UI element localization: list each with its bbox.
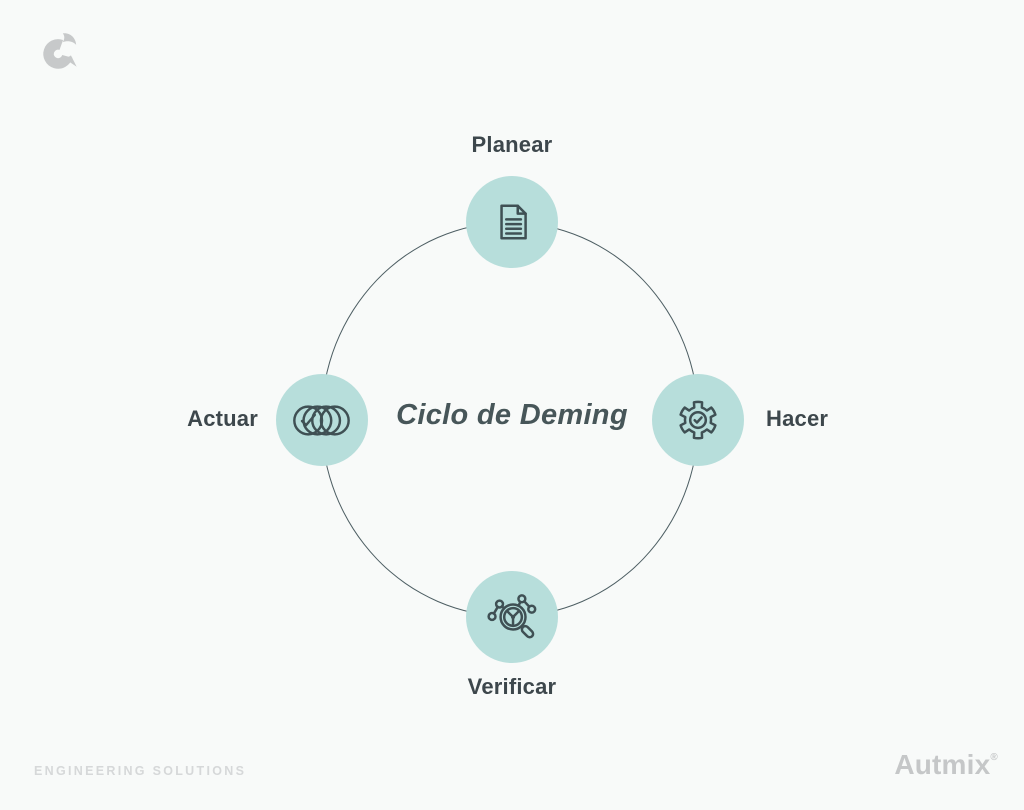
magnifier-analysis-icon [487, 594, 537, 639]
gear-check-icon [679, 400, 717, 440]
footer-tagline: ENGINEERING SOLUTIONS [34, 764, 247, 778]
node-verificar [466, 571, 558, 663]
node-planear [466, 176, 558, 268]
registered-mark: ® [990, 752, 998, 763]
diagram-title: Ciclo de Deming [396, 399, 628, 431]
footer-brand-name: Autmix [894, 749, 991, 780]
coins-check-icon [293, 404, 350, 436]
node-label-planear: Planear [471, 132, 553, 157]
autmix-logo-icon [43, 33, 77, 69]
node-label-verificar: Verificar [467, 674, 557, 699]
autmix-logo-mark [38, 30, 80, 74]
node-actuar [276, 374, 368, 466]
node-label-hacer: Hacer [766, 406, 829, 431]
node-label-actuar: Actuar [187, 406, 258, 431]
footer-brand: Autmix® [894, 749, 998, 781]
node-hacer [652, 374, 744, 466]
document-icon [500, 204, 527, 240]
